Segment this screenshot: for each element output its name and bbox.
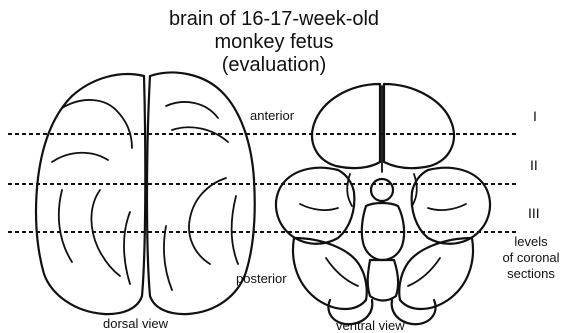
posterior-label: posterior bbox=[236, 271, 287, 286]
anterior-label: anterior bbox=[250, 108, 294, 123]
level-3-label: III bbox=[528, 206, 540, 221]
ventral-left-temporal-lobe bbox=[276, 168, 354, 244]
dorsal-left-sulcus-2 bbox=[52, 153, 108, 162]
levels-caption: levels of coronal sections bbox=[496, 234, 566, 282]
dorsal-left-sulcus-5 bbox=[124, 212, 130, 284]
ventral-optic-chiasm bbox=[371, 179, 393, 201]
dorsal-right-sulcus-1 bbox=[166, 102, 218, 118]
ventral-right-occipital bbox=[399, 238, 473, 309]
dorsal-view-label: dorsal view bbox=[103, 316, 168, 331]
dorsal-left-sulcus-1 bbox=[62, 100, 132, 148]
dorsal-right-sulcus-4 bbox=[232, 196, 238, 264]
ventral-medulla bbox=[368, 260, 398, 301]
levels-caption-line-2: of coronal bbox=[496, 250, 566, 266]
level-2-label: II bbox=[530, 158, 538, 173]
ventral-left-frontal-lobe bbox=[312, 84, 380, 168]
dorsal-right-sulcus-3 bbox=[189, 178, 226, 264]
ventral-brain bbox=[276, 84, 490, 324]
ventral-sulcus-6 bbox=[408, 258, 440, 286]
ventral-left-occipital bbox=[293, 238, 367, 309]
ventral-right-frontal-lobe bbox=[384, 84, 454, 168]
dorsal-brain bbox=[36, 73, 255, 315]
levels-caption-line-3: sections bbox=[496, 266, 566, 282]
ventral-sulcus-5 bbox=[326, 258, 358, 286]
ventral-sulcus-3 bbox=[300, 204, 338, 210]
dorsal-left-sulcus-3 bbox=[59, 190, 72, 262]
ventral-sulcus-4 bbox=[428, 204, 466, 210]
levels-caption-line-1: levels bbox=[496, 234, 566, 250]
dorsal-right-sulcus-5 bbox=[164, 226, 172, 290]
level-1-label: I bbox=[533, 109, 537, 124]
